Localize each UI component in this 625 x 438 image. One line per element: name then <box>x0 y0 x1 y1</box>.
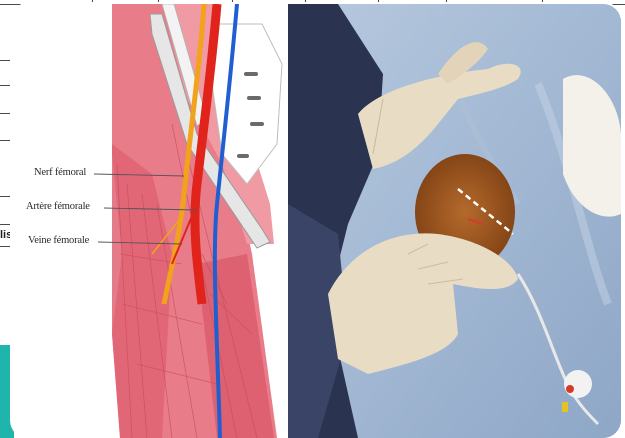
anatomy-illustration <box>12 4 288 438</box>
anatomy-diagram: Nerf fémoral Artère fémorale Veine fémor… <box>12 4 288 438</box>
surgical-photo <box>288 4 621 438</box>
label-femoral-nerve: Nerf fémoral <box>34 167 86 178</box>
image-card: Nerf fémoral Artère fémorale Veine fémor… <box>12 4 621 438</box>
label-femoral-artery: Artère fémorale <box>26 201 90 212</box>
background-text-fragment: lis <box>0 229 12 241</box>
label-femoral-vein: Veine fémorale <box>28 235 89 246</box>
surgical-field-photo <box>288 4 621 438</box>
